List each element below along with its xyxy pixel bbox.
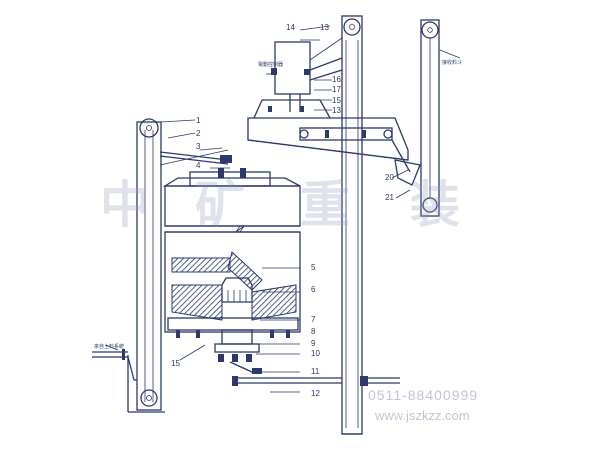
callout-15: 15 <box>171 359 180 368</box>
callout-5: 5 <box>311 263 316 272</box>
callout-13: 13 <box>320 23 329 32</box>
watermark: 中 矿 重 装 0511-88400999 www.jszkzz.com <box>100 175 478 423</box>
callout-16: 16 <box>332 75 341 84</box>
small-labels: 電動控制器 接收料斗 來自上料系統 <box>94 59 462 350</box>
callout-4: 4 <box>196 161 201 170</box>
central-column <box>341 15 363 435</box>
watermark-char-1: 中 <box>100 175 150 234</box>
upper-conveyor <box>247 99 421 186</box>
callout-9: 9 <box>311 339 316 348</box>
right-column <box>420 19 440 217</box>
callout-19: 13 <box>332 106 341 115</box>
callout-11: 11 <box>311 367 320 376</box>
callout-17: 17 <box>332 85 341 94</box>
callout-1: 1 <box>196 116 201 125</box>
callout-6: 6 <box>311 285 316 294</box>
leader-lines <box>104 25 461 393</box>
left-elevator <box>127 118 229 413</box>
watermark-url: www.jszkzz.com <box>374 408 470 423</box>
callout-2: 2 <box>196 129 201 138</box>
callout-8: 8 <box>311 327 316 336</box>
watermark-char-2: 矿 <box>195 175 245 234</box>
callout-3: 3 <box>196 142 201 151</box>
callout-21: 21 <box>385 193 394 202</box>
callout-20: 20 <box>385 173 394 182</box>
callout-18: 15 <box>332 96 341 105</box>
callout-numbers: 1 2 3 4 5 6 7 8 9 10 11 12 13 14 15 16 1… <box>171 23 394 398</box>
left-inlet-pipe <box>92 349 137 381</box>
watermark-char-4: 装 <box>410 175 460 234</box>
watermark-char-3: 重 <box>300 175 350 234</box>
right-column-label: 接收料斗 <box>442 59 462 66</box>
watermark-phone: 0511-88400999 <box>368 387 478 403</box>
callout-12: 12 <box>311 389 320 398</box>
left-inlet-label: 來自上料系統 <box>94 343 124 350</box>
discharge-assembly <box>214 329 400 386</box>
main-silo <box>162 168 301 338</box>
top-controller <box>266 37 343 112</box>
callout-7: 7 <box>311 315 316 324</box>
callout-10: 10 <box>311 349 320 358</box>
callout-14: 14 <box>286 23 295 32</box>
bracket-arm <box>159 151 232 165</box>
top-box-label: 電動控制器 <box>258 61 283 68</box>
